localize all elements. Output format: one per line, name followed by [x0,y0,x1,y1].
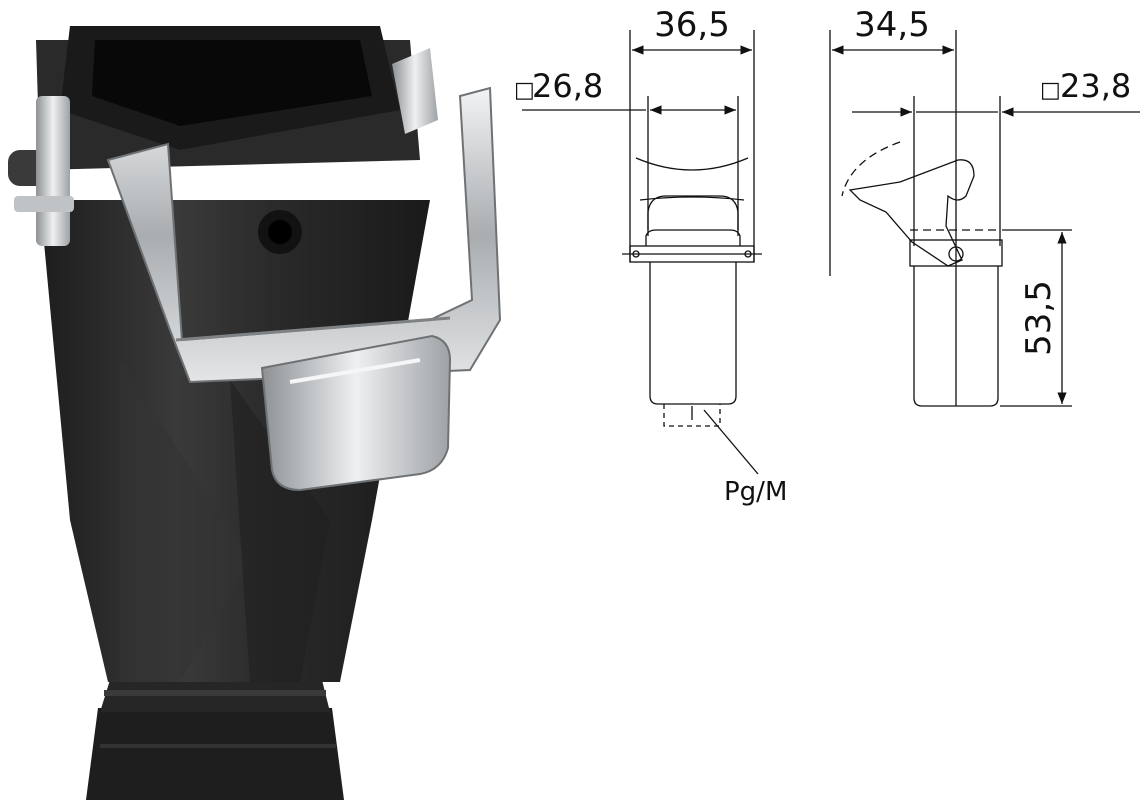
front-view-drawing [522,30,762,475]
cable-entry-label: Pg/M [724,477,787,507]
locking-lever[interactable] [106,86,502,384]
cable-gland-nut [86,708,344,800]
side-height-label: 53,5 [1019,280,1059,356]
locking-pin [8,96,74,246]
front-inner-label: 26,8 [532,67,603,105]
side-inner-label: 23,8 [1060,67,1131,105]
lever-tab[interactable] [260,334,452,492]
front-square-symbol: □ [514,78,535,103]
side-width-label: 34,5 [854,5,930,45]
connector-hood-photo [8,26,502,800]
front-width-label: 36,5 [654,5,730,45]
side-view-drawing [829,30,1140,407]
cable-entry-leader [703,409,759,475]
side-square-symbol: □ [1040,78,1061,103]
